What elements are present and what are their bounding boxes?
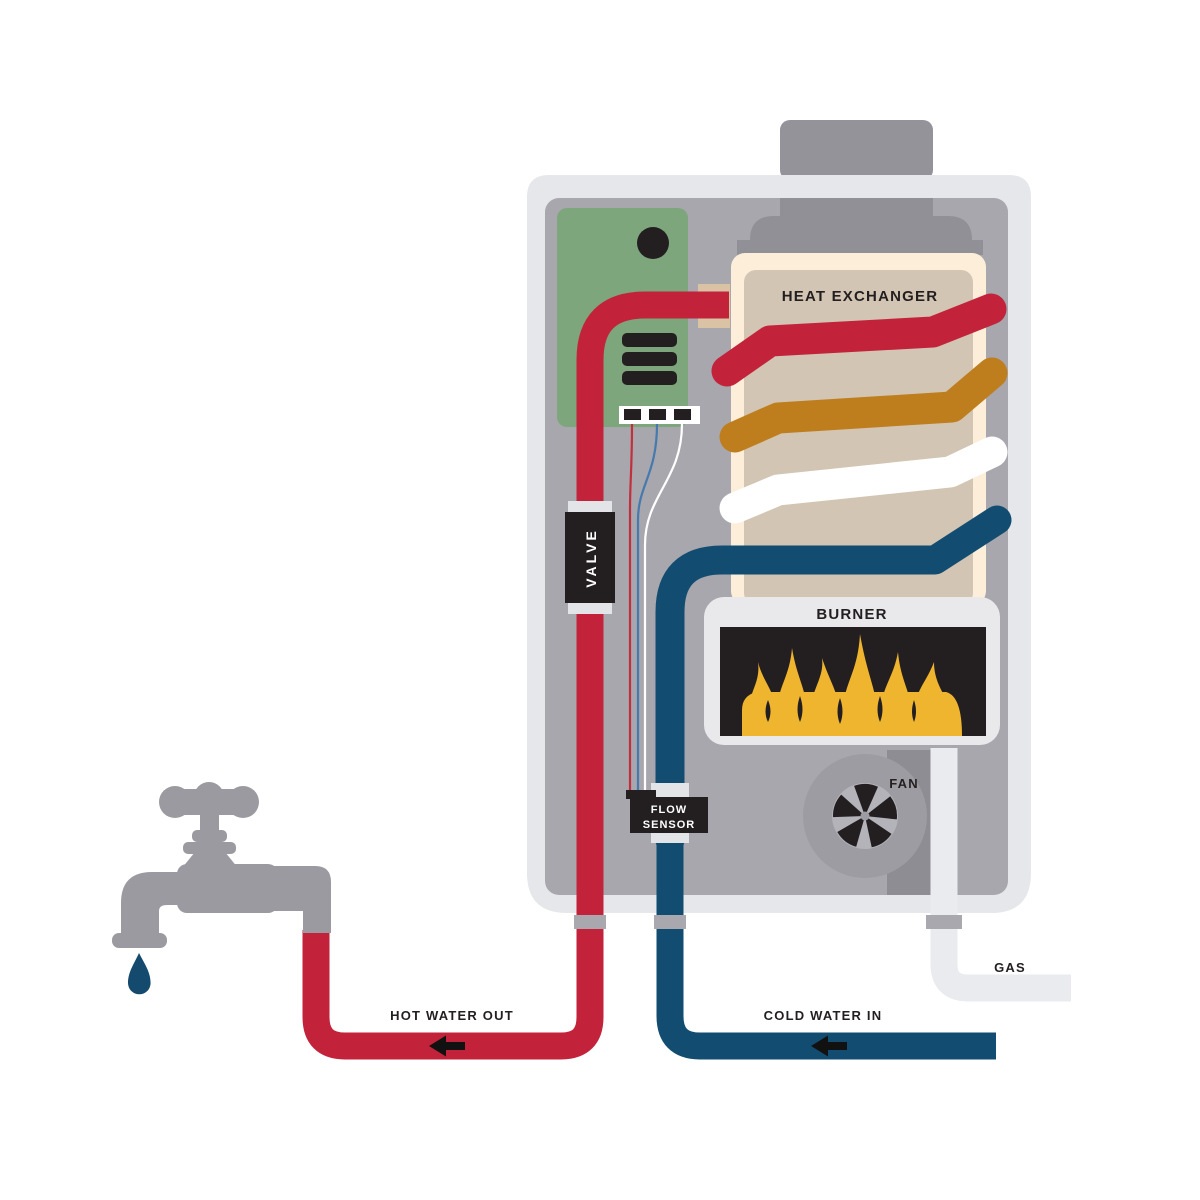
burner: BURNER bbox=[704, 597, 1000, 745]
faucet bbox=[112, 782, 331, 948]
flow-sensor-label-line1: FLOW bbox=[651, 804, 687, 816]
valve-label: VALVE bbox=[583, 528, 599, 588]
flame-tongue bbox=[750, 662, 774, 700]
exhaust-vent bbox=[780, 120, 933, 180]
faucet-handle-left bbox=[159, 786, 191, 818]
cold-water-in-label: COLD WATER IN bbox=[764, 1008, 883, 1023]
pcb-slot bbox=[622, 371, 677, 385]
fan-blade bbox=[865, 796, 897, 820]
faucet-handle-right bbox=[227, 786, 259, 818]
faucet-collar-upper bbox=[192, 830, 227, 842]
exhaust-vent-pipe bbox=[780, 120, 933, 180]
coil-red-hot bbox=[711, 293, 1007, 387]
faucet-elbow bbox=[270, 866, 331, 933]
wire-blue bbox=[636, 423, 659, 793]
sensor-wires bbox=[628, 423, 684, 793]
cold-water-pipe-upper bbox=[655, 505, 1012, 855]
water-drop-icon bbox=[128, 953, 151, 995]
fan-blade bbox=[865, 816, 892, 848]
heat-exchanger-label: HEAT EXCHANGER bbox=[782, 288, 939, 305]
flame-gaps bbox=[765, 696, 916, 724]
arrow-left-icon bbox=[811, 1035, 847, 1057]
flow-annotations: HOT WATER OUT COLD WATER IN bbox=[390, 1008, 883, 1057]
fan-blade bbox=[832, 794, 865, 818]
flame-tongue bbox=[778, 648, 806, 700]
pcb-button-icon bbox=[637, 227, 669, 259]
wire-red bbox=[628, 423, 634, 793]
faucet-collar-lower bbox=[183, 842, 236, 854]
flame-tongue bbox=[882, 652, 910, 700]
burner-label: BURNER bbox=[816, 606, 887, 623]
heat-exchanger: HEAT EXCHANGER bbox=[711, 253, 1008, 605]
wire-white bbox=[643, 423, 684, 793]
flame-gap bbox=[797, 696, 803, 722]
flame-gap bbox=[877, 696, 883, 722]
pcb-terminal-pin bbox=[624, 409, 641, 420]
arrow-left-icon bbox=[429, 1035, 465, 1057]
valve: VALVE bbox=[565, 501, 615, 614]
flame-gap bbox=[912, 700, 916, 722]
fan-axle bbox=[860, 811, 870, 821]
flame-gap bbox=[765, 700, 771, 722]
gas-label: GAS bbox=[994, 960, 1026, 975]
fan: FAN bbox=[803, 750, 934, 895]
hot-water-pipe bbox=[302, 291, 729, 1060]
fan-label: FAN bbox=[889, 776, 919, 791]
flow-sensor-label-line2: SENSOR bbox=[643, 819, 695, 831]
flame-tongue bbox=[916, 662, 946, 700]
flame-icon bbox=[742, 634, 962, 736]
flame-tongue bbox=[812, 658, 838, 700]
hot-water-out-label: HOT WATER OUT bbox=[390, 1008, 514, 1023]
hot-pipe-band bbox=[574, 915, 606, 929]
gas-line: GAS bbox=[926, 748, 1071, 1002]
flame-gap bbox=[837, 698, 843, 724]
faucet-spout-tip bbox=[112, 933, 167, 948]
flow-sensor-pins bbox=[626, 790, 656, 799]
faucet-body bbox=[177, 864, 278, 913]
cold-pipe-band bbox=[654, 915, 686, 929]
flow-sensor: FLOW SENSOR bbox=[626, 783, 708, 843]
pcb-slot bbox=[622, 352, 677, 366]
valve-body bbox=[565, 512, 615, 603]
faucet-spout bbox=[121, 872, 200, 935]
pcb-terminal-pin bbox=[649, 409, 666, 420]
pcb-slot bbox=[622, 333, 677, 347]
pcb-terminal-pin bbox=[674, 409, 691, 420]
coil-white bbox=[719, 436, 1008, 524]
flow-sensor-body bbox=[630, 797, 708, 833]
fan-blades bbox=[832, 784, 897, 848]
faucet-handle-hub bbox=[194, 782, 224, 812]
coil-gold bbox=[719, 357, 1008, 453]
fan-blade bbox=[837, 816, 865, 847]
cold-water-pipe-lower bbox=[656, 836, 996, 1060]
fan-blade bbox=[854, 784, 878, 816]
gas-pipe-band bbox=[926, 915, 962, 929]
flame-base bbox=[742, 692, 962, 736]
faucet-stem bbox=[200, 812, 219, 832]
flame-tongue bbox=[844, 634, 876, 700]
gas-pipe bbox=[930, 748, 1071, 1002]
flue-dome-base bbox=[737, 240, 983, 255]
valve-fitting-top bbox=[568, 501, 612, 513]
valve-fitting-bottom bbox=[568, 602, 612, 614]
